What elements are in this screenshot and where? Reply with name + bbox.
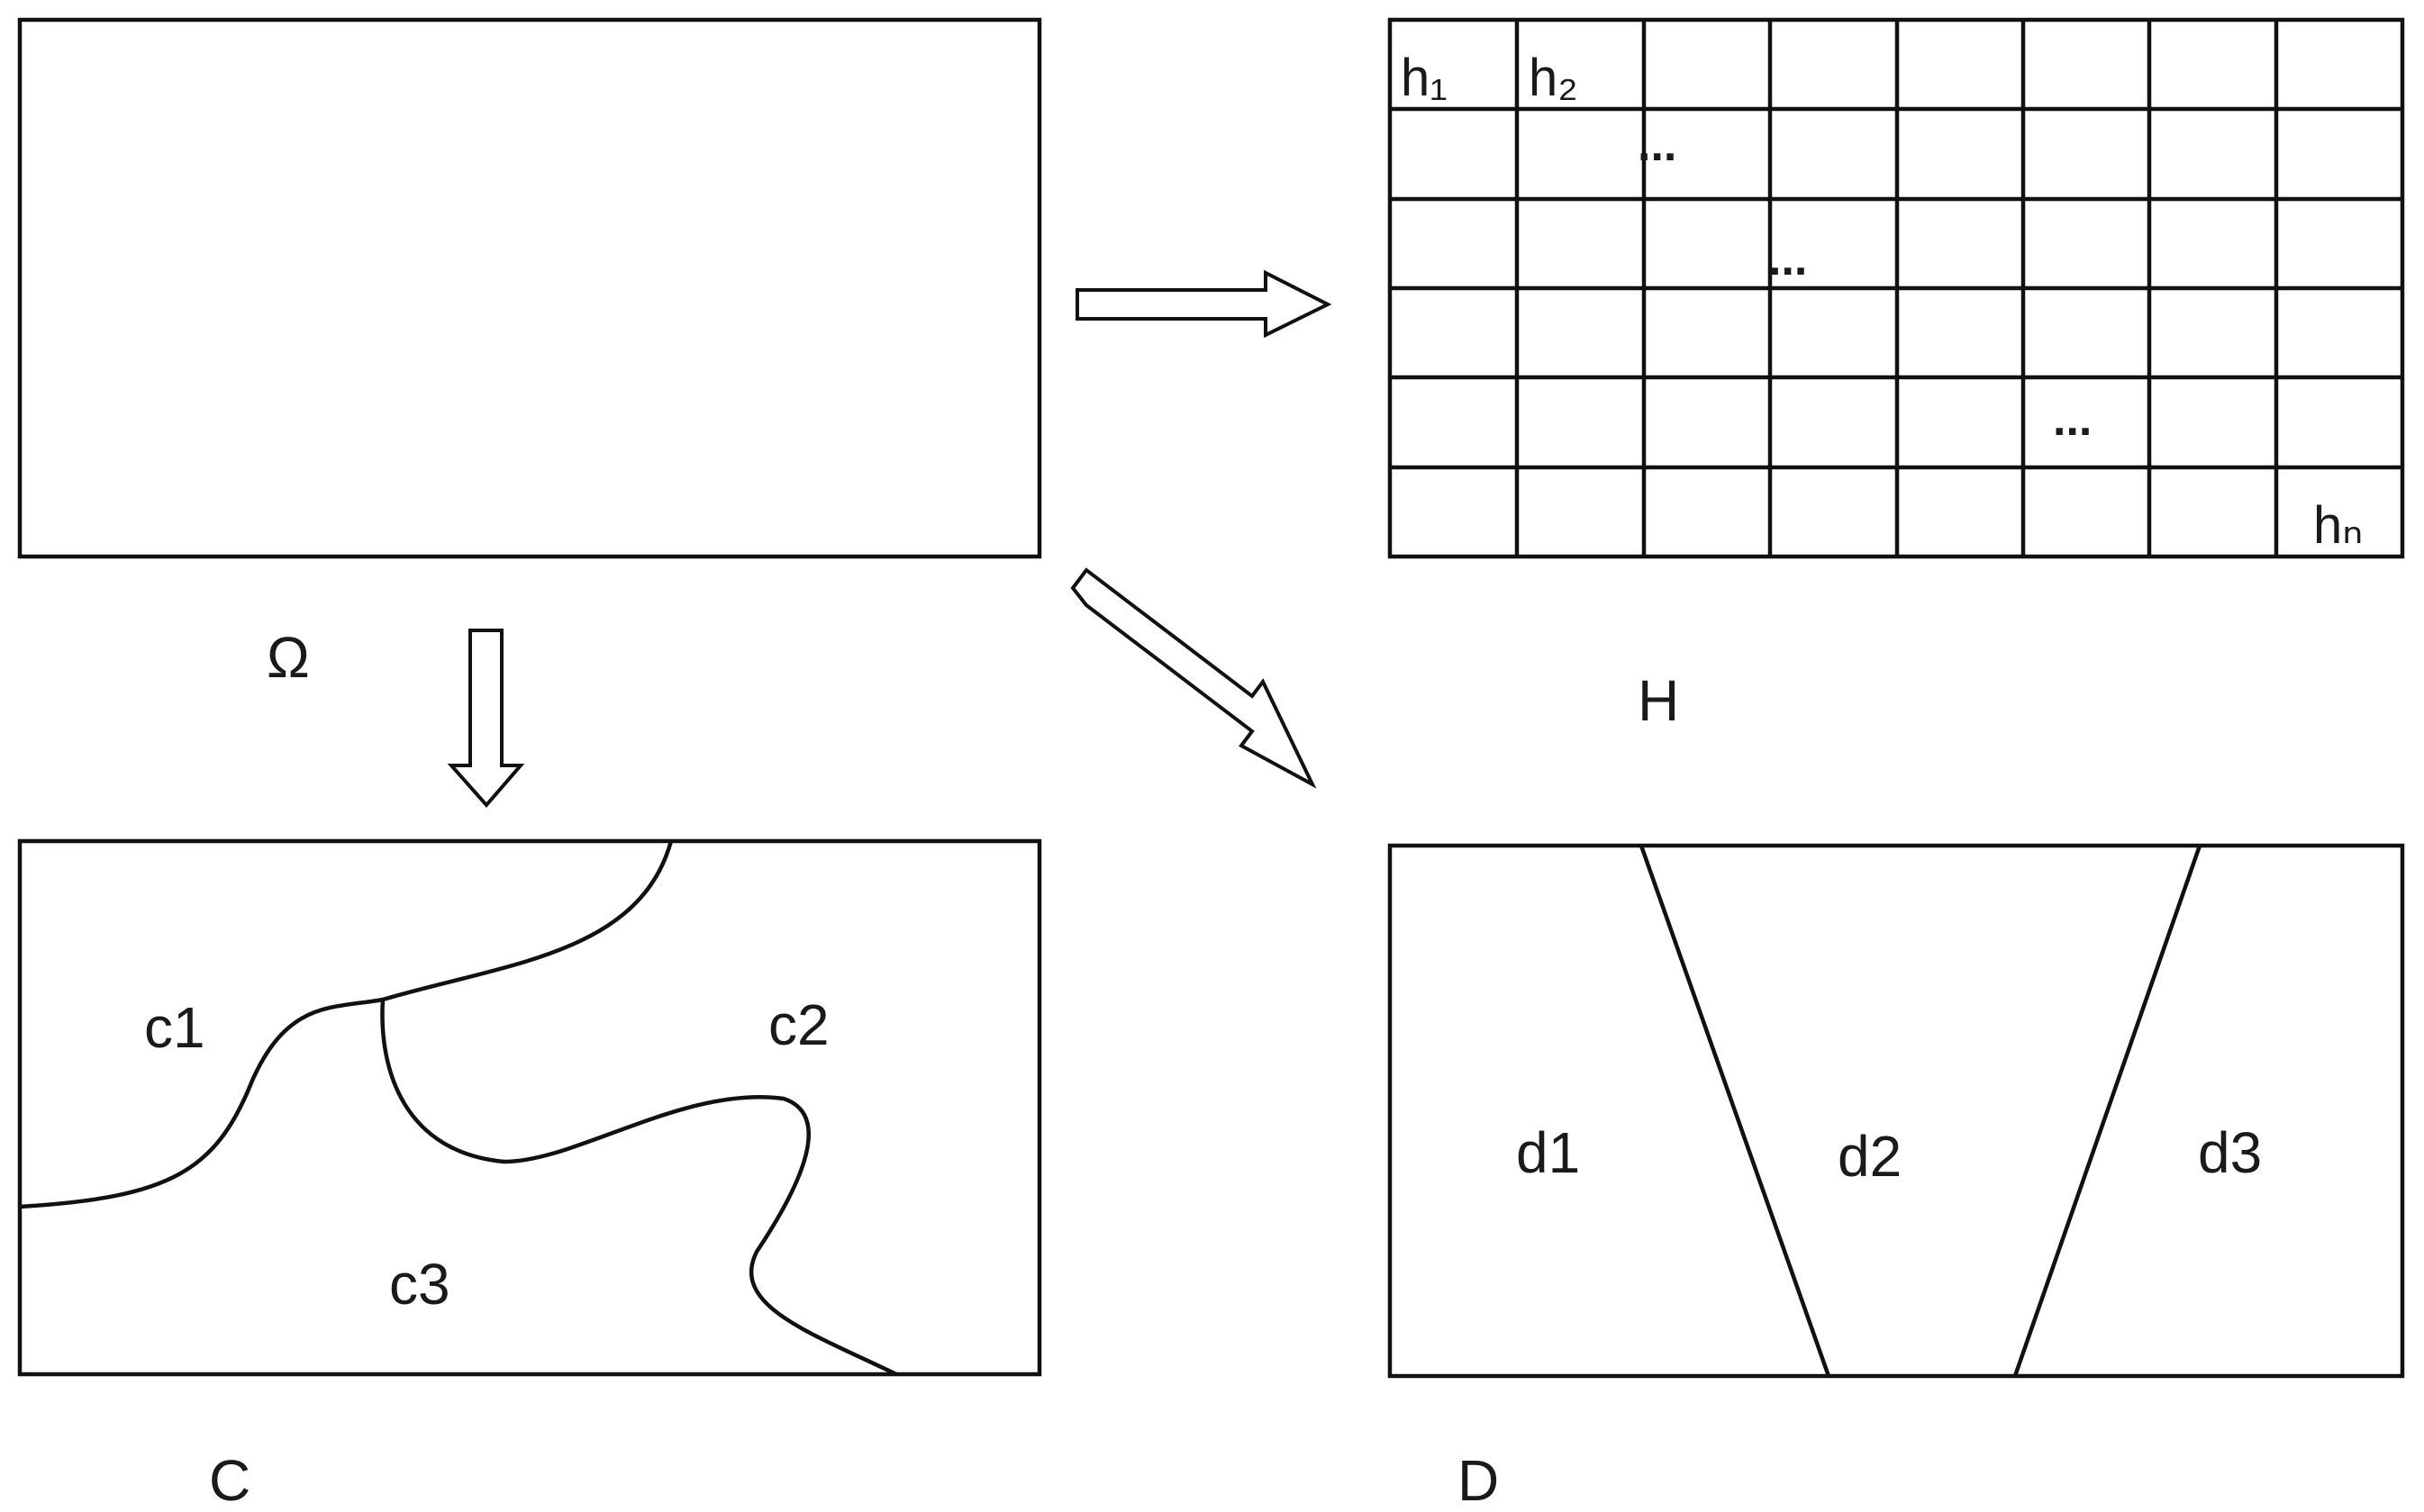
region-label-c1: c1 xyxy=(144,995,205,1060)
curve-boundary-c1 xyxy=(17,838,674,1209)
D-rectangle xyxy=(1387,843,2405,1379)
cell-ellipsis: ... xyxy=(1638,119,1676,171)
arrow-right-to-H xyxy=(1076,269,1332,339)
H-label: H xyxy=(1638,668,1679,733)
divider-line-right xyxy=(2012,845,2202,1377)
curve-boundary-c2-c3 xyxy=(380,997,899,1377)
arrow-diagonal-to-D xyxy=(1070,567,1317,789)
omega-rectangle xyxy=(17,17,1042,559)
cell-label-h2: h₂ xyxy=(1529,49,1578,107)
H-grid-lines xyxy=(1390,20,2402,557)
omega-domain: Ω xyxy=(17,17,1042,690)
arrows xyxy=(447,269,1332,809)
omega-label: Ω xyxy=(267,625,310,690)
region-label-d3: d3 xyxy=(2198,1120,2262,1185)
cell-label-hn: hₙ xyxy=(2313,496,2363,555)
region-label-c2: c2 xyxy=(768,992,830,1057)
D-linear-partition: d1 d2 d3 D xyxy=(1387,843,2405,1512)
C-label: C xyxy=(209,1448,250,1512)
region-label-d2: d2 xyxy=(1838,1124,1902,1189)
D-label: D xyxy=(1457,1448,1499,1512)
cell-label-h1: h₁ xyxy=(1401,49,1448,107)
cell-ellipsis: ... xyxy=(1768,233,1807,285)
cell-ellipsis: ... xyxy=(2053,394,2092,446)
region-label-c3: c3 xyxy=(389,1252,450,1317)
divider-line-left xyxy=(1639,845,1831,1377)
C-curved-partition: c1 c2 c3 C xyxy=(17,838,1042,1512)
arrow-down-to-C xyxy=(447,629,525,809)
C-rectangle xyxy=(17,838,1042,1377)
H-grid-partition: h₁ h₂ ... ... ... hₙ H xyxy=(1387,17,2405,733)
region-label-d1: d1 xyxy=(1516,1120,1580,1185)
